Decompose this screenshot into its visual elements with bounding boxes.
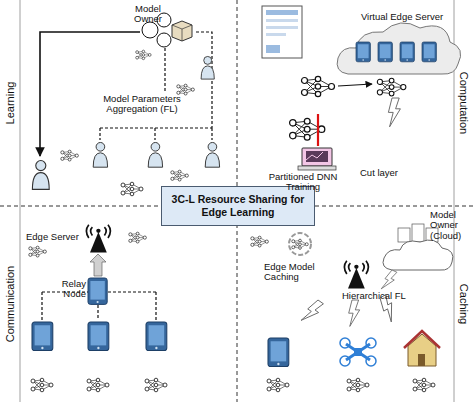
annotation-label: Partitioned DNN Training xyxy=(262,172,344,193)
quadrant-heading: Communication xyxy=(4,266,16,342)
annotation-label: Hierarchical FL xyxy=(342,291,422,301)
learning-illustration xyxy=(32,13,219,196)
annotation-label: Relay Node xyxy=(50,279,86,300)
annotation-label: Edge Server xyxy=(26,232,86,242)
annotation-label: Model Owner xyxy=(128,4,168,25)
annotation-label: Virtual Edge Server xyxy=(352,12,452,22)
annotation-label: Edge Model Caching xyxy=(264,262,348,283)
quadrant-heading: Caching xyxy=(458,284,470,324)
annotation-label: Cut layer xyxy=(360,168,410,178)
quadrant-heading: Learning xyxy=(4,82,16,125)
caching-illustration xyxy=(251,224,453,392)
quadrant-heading: Computation xyxy=(458,72,470,134)
annotation-label: Model Parameters Aggregation (FL) xyxy=(86,94,198,115)
computation-illustration xyxy=(262,6,461,170)
annotation-label: Model Owner (Cloud) xyxy=(430,210,470,241)
communication-illustration xyxy=(29,225,167,392)
title-text: 3C-L Resource Sharing for Edge Learning xyxy=(162,191,314,220)
